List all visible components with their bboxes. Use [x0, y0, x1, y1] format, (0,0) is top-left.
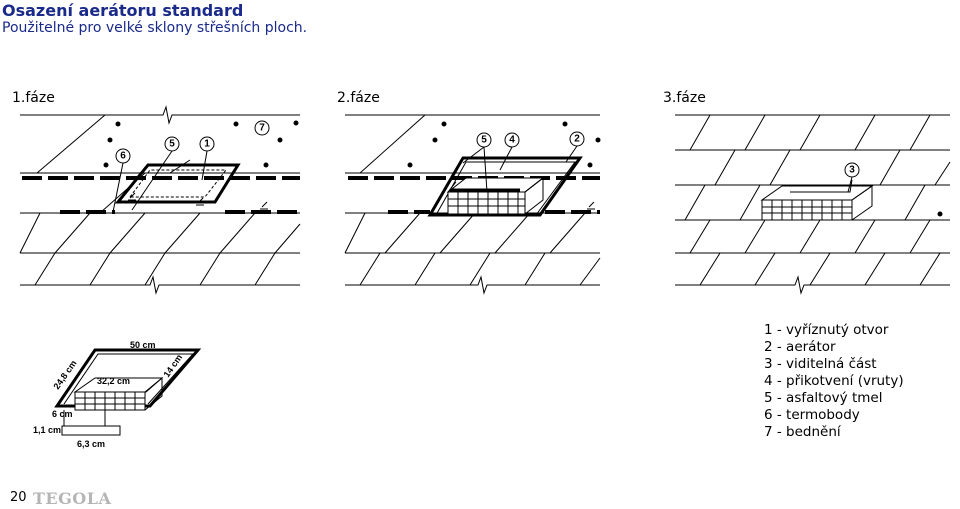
phase-3-drawing [675, 114, 951, 295]
callout-5-phase2: 5 [481, 135, 487, 146]
legend-item: 1 - vyříznutý otvor [764, 322, 889, 338]
page-subtitle: Použitelné pro velké sklony střešních pl… [2, 20, 308, 36]
phase-2-drawing [344, 114, 601, 295]
phase-1-drawing [19, 105, 301, 295]
callout-4: 4 [509, 135, 515, 146]
page-number: 20 [10, 490, 27, 505]
callout-1: 1 [204, 139, 210, 150]
legend-item: 4 - přikotvení (vruty) [764, 373, 904, 389]
dim-depth-left: 24,8 cm [51, 358, 78, 391]
callout-3: 3 [849, 165, 855, 176]
dim-width-top: 50 cm [130, 340, 156, 350]
callout-5: 5 [169, 139, 175, 150]
dim-base-width: 6,3 cm [77, 439, 105, 449]
legend-item: 6 - termobody [764, 407, 860, 423]
phase-1-label: 1.fáze [12, 90, 55, 106]
phase-2-label: 2.fáze [337, 90, 380, 106]
dim-inner-width: 32,2 cm [97, 376, 130, 386]
dim-height: 6 cm [52, 409, 73, 419]
dimension-drawing [54, 348, 202, 436]
legend-item: 5 - asfaltový tmel [764, 390, 883, 406]
legend-item: 3 - viditelná část [764, 356, 877, 372]
legend: 1 - vyříznutý otvor 2 - aerátor 3 - vidi… [764, 322, 904, 441]
legend-item: 2 - aerátor [764, 339, 836, 355]
dim-thickness: 1,1 cm [33, 425, 61, 435]
tegola-logo: TEGOLA [33, 489, 112, 508]
legend-item: 7 - bednění [764, 424, 841, 440]
page-title: Osazení aerátoru standard [2, 1, 244, 20]
callout-6: 6 [120, 151, 126, 162]
callout-2: 2 [574, 134, 580, 145]
phase-3-label: 3.fáze [663, 90, 706, 106]
dim-depth-right: 14 cm [161, 352, 184, 379]
callout-7: 7 [259, 123, 265, 134]
